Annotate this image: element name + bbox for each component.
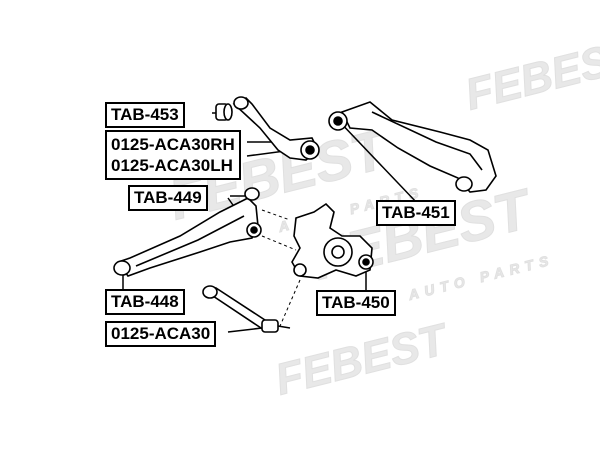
knuckle — [291, 202, 374, 279]
lower-arm-bushing-left — [113, 260, 131, 276]
label-aca30-lh: 0125-ACA30LH — [111, 156, 233, 175]
lower-arm-bushing-lower-core — [250, 226, 258, 234]
trailing-arm-end — [455, 176, 473, 192]
lower-arm-rib — [135, 215, 245, 267]
knuckle-lower-eye — [293, 263, 307, 277]
label-tab-453: TAB-453 — [105, 102, 185, 128]
lower-arm-bushing-upper — [244, 187, 260, 201]
dash-link-3 — [261, 235, 297, 251]
bushing-tab-453-part — [215, 103, 233, 121]
upper-arm-bushing-end — [233, 96, 249, 110]
watermark-brand-4: FEBEST — [271, 314, 454, 404]
label-aca30: 0125-ACA30 — [105, 321, 217, 347]
leader-tab-451 — [335, 117, 419, 205]
label-aca30-rh-lh: 0125-ACA30RH 0125-ACA30LH — [105, 130, 241, 180]
toe-link-end-left — [202, 285, 218, 299]
label-aca30-rh: 0125-ACA30RH — [111, 135, 235, 154]
toe-link — [202, 285, 291, 333]
assembly-dashes — [261, 209, 301, 327]
toe-link-stud — [277, 325, 291, 329]
trailing-arm-rib — [371, 111, 483, 171]
trailing-arm-body — [340, 101, 497, 193]
watermark-brand-3: FEBEST — [461, 29, 600, 119]
upper-arm-bushing-inner — [305, 145, 315, 155]
label-tab-451: TAB-451 — [376, 200, 456, 226]
toe-link-rod — [208, 286, 270, 332]
trailing-arm-bushing-core — [333, 116, 343, 126]
label-tab-449: TAB-449 — [128, 185, 208, 211]
toe-link-end-right — [261, 319, 279, 333]
dash-link-2 — [279, 279, 301, 327]
upper-arm — [232, 96, 320, 161]
label-tab-450: TAB-450 — [316, 290, 396, 316]
knuckle-bushing-core — [362, 258, 370, 266]
lower-arm — [113, 187, 262, 277]
label-tab-448: TAB-448 — [105, 289, 185, 315]
knuckle-hub-inner — [331, 245, 345, 259]
leader-aca30 — [227, 327, 263, 333]
trailing-arm — [328, 101, 497, 193]
dash-link-1 — [261, 209, 291, 221]
